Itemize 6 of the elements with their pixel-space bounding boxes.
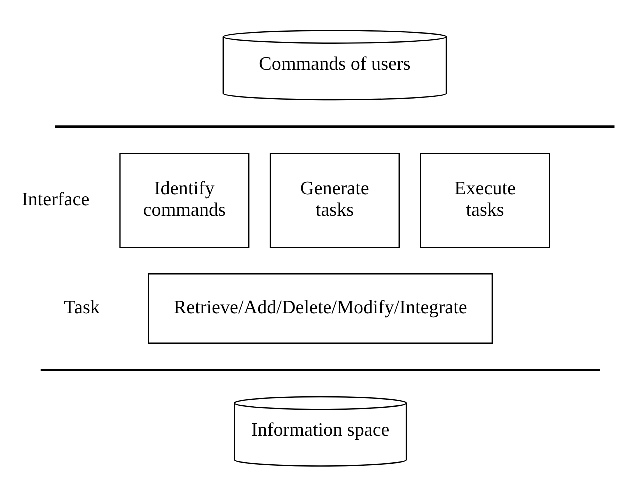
label: Interface [22,189,90,210]
node-box: Execute tasks [420,153,550,248]
node-box: Identify commands [120,153,250,248]
label: Task [64,297,100,318]
node-box: Retrieve/Add/Delete/Modify/Integrate [148,274,494,344]
node-box: Generate tasks [270,153,400,248]
